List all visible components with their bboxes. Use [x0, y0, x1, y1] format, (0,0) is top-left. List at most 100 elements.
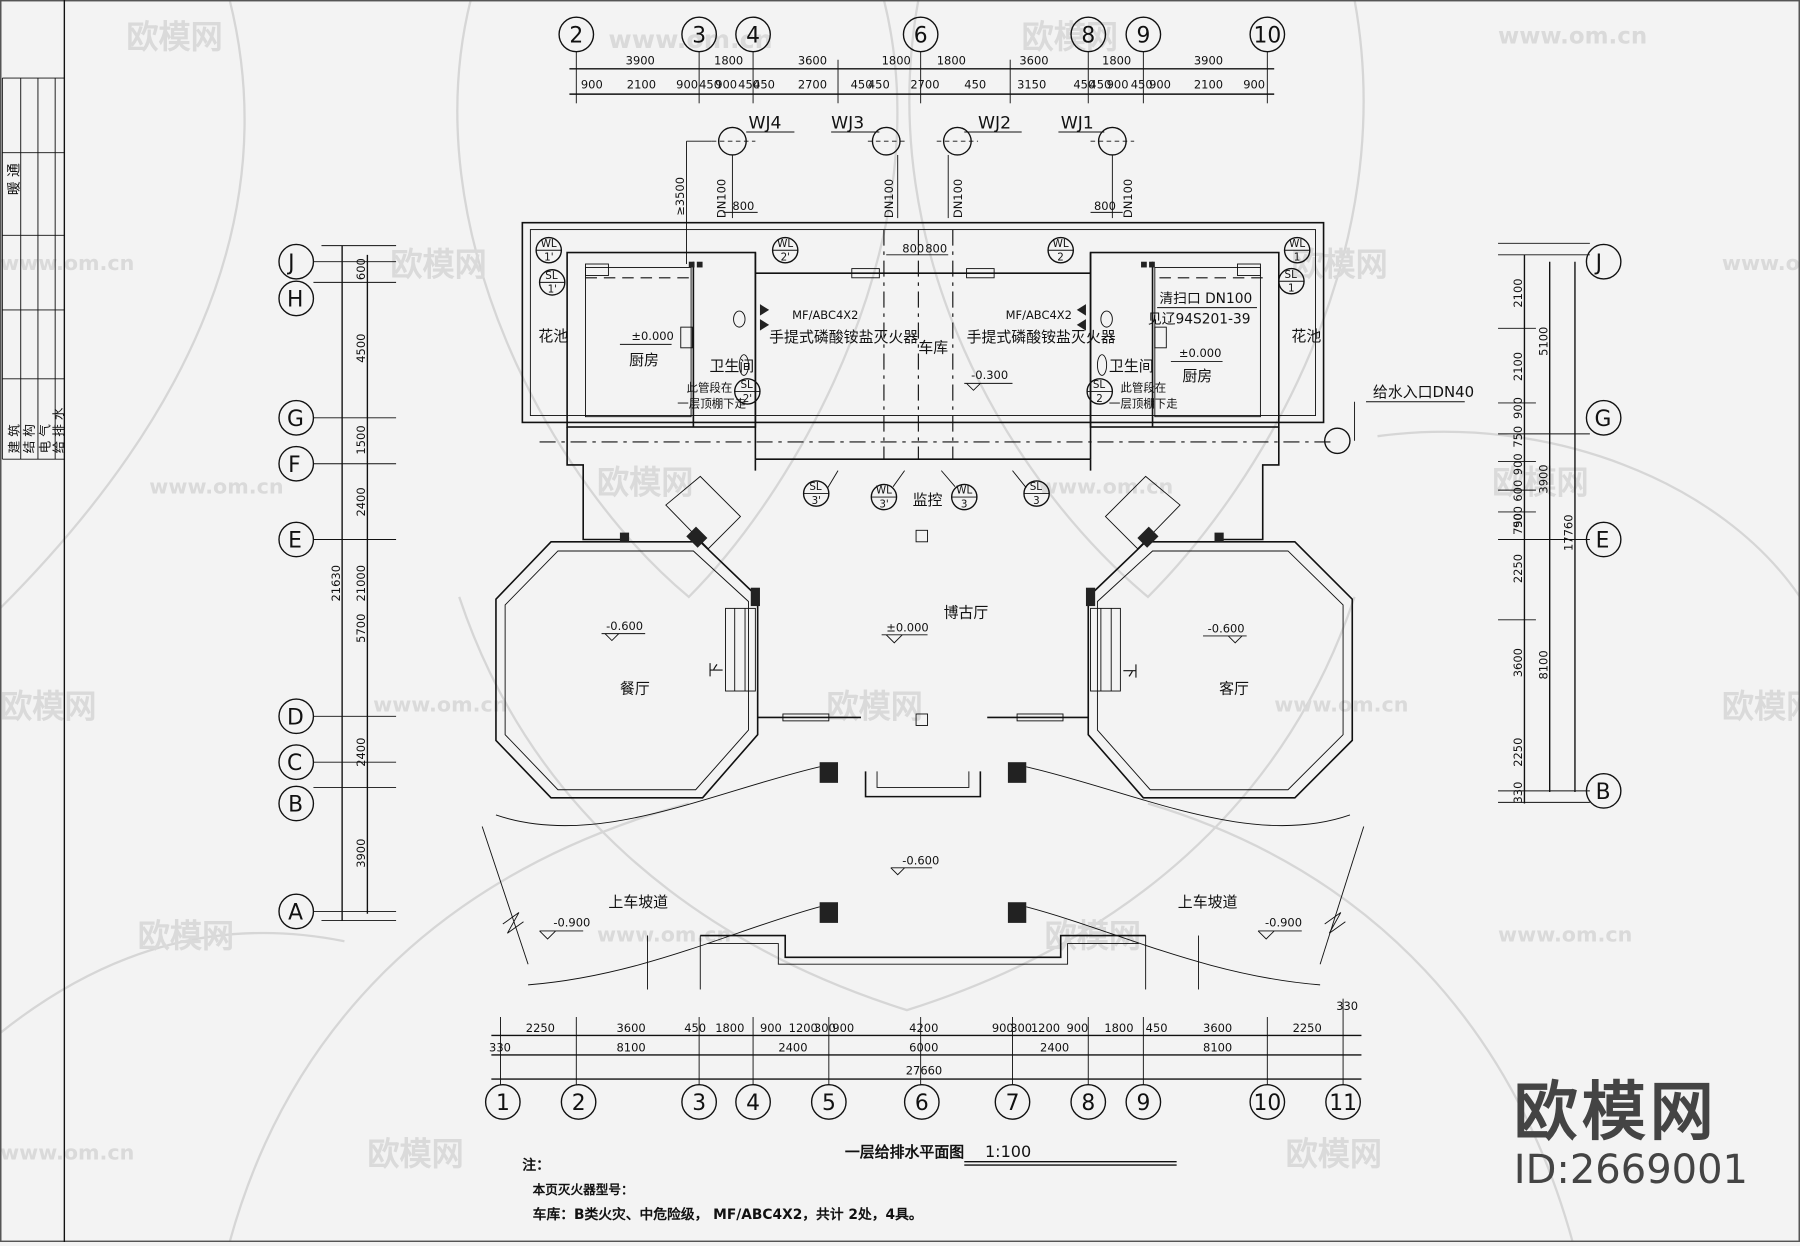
- svg-text:MF/ABC4X2: MF/ABC4X2: [792, 308, 858, 322]
- svg-text:-0.600: -0.600: [1208, 621, 1245, 635]
- svg-text:1200: 1200: [789, 1021, 818, 1035]
- svg-text:欧模网: 欧模网: [390, 245, 486, 283]
- bubble-sl1: SL1: [1278, 267, 1305, 295]
- svg-text:8100: 8100: [1203, 1040, 1232, 1054]
- svg-text:±0.000: ±0.000: [886, 620, 928, 634]
- upper-room-labels: 花池 花池 ±0.000 厨房 ±0.000 厨房 卫生间 卫生间 此管段在 一…: [538, 291, 1474, 455]
- svg-text:电 气: 电 气: [37, 424, 52, 454]
- svg-text:6000: 6000: [909, 1040, 938, 1054]
- svg-text:2400: 2400: [354, 487, 368, 516]
- svg-text:欧模网: 欧模网: [1492, 464, 1588, 502]
- svg-text:800: 800: [1094, 199, 1116, 213]
- svg-text:下: 下: [1121, 663, 1139, 678]
- svg-text:1200: 1200: [1031, 1021, 1060, 1035]
- svg-text:www.om.cn: www.om.cn: [0, 1140, 134, 1164]
- svg-text:WJ3: WJ3: [831, 114, 864, 134]
- svg-text:±0.000: ±0.000: [1179, 346, 1221, 360]
- svg-text:1800: 1800: [714, 53, 743, 67]
- svg-text:2700: 2700: [910, 77, 939, 91]
- bubble-wl1: WL1: [1283, 236, 1311, 264]
- svg-text:客厅: 客厅: [1219, 679, 1249, 697]
- svg-text:1: 1: [496, 1091, 510, 1116]
- bubble-sl2: SL 2: [1086, 378, 1114, 405]
- lower-room-labels: 监控 博古厅 ±0.000 餐厅 -0.600 客厅 -0.600 下 下 -0…: [539, 491, 1302, 940]
- svg-text:9: 9: [1136, 1091, 1150, 1116]
- svg-text:17760: 17760: [1562, 514, 1576, 550]
- inspection-wells: WJ4 DN100 WJ3 DN100 WJ2 DN100 WJ1 DN1: [673, 114, 1135, 265]
- svg-text:3: 3: [1033, 495, 1040, 507]
- svg-text:监控: 监控: [913, 491, 943, 509]
- svg-text:WJ1: WJ1: [1061, 114, 1094, 134]
- svg-text:3600: 3600: [616, 1021, 645, 1035]
- svg-text:花池: 花池: [1291, 327, 1321, 345]
- svg-text:WL: WL: [1289, 238, 1305, 250]
- svg-text:欧模网: 欧模网: [827, 687, 923, 725]
- svg-text:2100: 2100: [1511, 278, 1525, 307]
- svg-text:10: 10: [1254, 1091, 1282, 1116]
- svg-text:C: C: [287, 751, 302, 776]
- svg-text:900: 900: [1511, 506, 1525, 528]
- svg-text:WL: WL: [777, 238, 793, 250]
- svg-text:2: 2: [1096, 393, 1103, 405]
- svg-text:手提式磷酸铵盐灭火器: 手提式磷酸铵盐灭火器: [967, 328, 1116, 346]
- svg-text:MF/ABC4X2: MF/ABC4X2: [1006, 308, 1072, 322]
- svg-text:www.om.cn: www.om.cn: [1498, 24, 1647, 50]
- svg-text:DN100: DN100: [715, 179, 729, 218]
- svg-text:E: E: [288, 529, 302, 554]
- svg-text:-0.900: -0.900: [553, 915, 590, 929]
- svg-text:F: F: [288, 453, 301, 478]
- bubble-wl3: WL3: [950, 483, 978, 510]
- title-block-hvac: 暖 通: [6, 163, 22, 195]
- right-dimension-labels: 2100 2100 900 750 900 600 900 750 2250 3…: [1511, 278, 1576, 803]
- svg-text:WL: WL: [876, 485, 892, 497]
- svg-text:花池: 花池: [538, 327, 568, 345]
- svg-text:卫生间: 卫生间: [709, 357, 754, 375]
- svg-text:900: 900: [1066, 1021, 1088, 1035]
- svg-text:WJ4: WJ4: [748, 114, 781, 134]
- svg-text:2250: 2250: [526, 1021, 555, 1035]
- svg-text:WL: WL: [1053, 238, 1069, 250]
- svg-text:2250: 2250: [1511, 738, 1525, 767]
- stairs-right: [1090, 607, 1121, 692]
- svg-text:1': 1': [548, 284, 557, 296]
- bubble-wl1p: WL1': [535, 236, 563, 264]
- svg-text:E: E: [1596, 529, 1610, 554]
- svg-text:SL: SL: [1093, 379, 1106, 391]
- svg-text:上车坡道: 上车坡道: [1178, 893, 1238, 911]
- monitor-point: [915, 529, 929, 543]
- svg-text:3900: 3900: [1536, 464, 1550, 493]
- right-axis-bubbles: J G E B: [1585, 243, 1622, 809]
- svg-text:2: 2: [569, 23, 583, 48]
- well-wj3: WJ3 DN100: [831, 114, 907, 219]
- svg-text:4: 4: [746, 23, 760, 48]
- svg-text:上车坡道: 上车坡道: [608, 893, 668, 911]
- svg-text:G: G: [287, 407, 304, 432]
- svg-text:1:100: 1:100: [985, 1142, 1031, 1161]
- bottom-dimension-labels: 2250 3600 450 1800 900 1200 300 900 4200…: [489, 999, 1358, 1077]
- svg-text:2': 2': [743, 393, 752, 405]
- svg-text:1800: 1800: [882, 53, 911, 67]
- drawing-title: 一层给排水平面图 1:100: [845, 1142, 1177, 1166]
- svg-text:900: 900: [1149, 77, 1171, 91]
- svg-text:车库: 车库: [918, 338, 948, 356]
- svg-text:450: 450: [699, 77, 721, 91]
- svg-text:3900: 3900: [626, 53, 655, 67]
- svg-text:3: 3: [692, 1091, 706, 1116]
- svg-text:D: D: [287, 705, 304, 730]
- bubble-sl1p: SL1': [538, 269, 566, 296]
- svg-text:1800: 1800: [1102, 53, 1131, 67]
- svg-text:www.om.cn: www.om.cn: [1039, 475, 1173, 499]
- svg-text:750: 750: [1511, 426, 1525, 448]
- svg-text:2250: 2250: [1511, 554, 1525, 583]
- svg-text:卫生间: 卫生间: [1109, 357, 1154, 375]
- stairs-left: [725, 607, 756, 692]
- bubble-sl2p: SL2': [734, 378, 761, 405]
- svg-text:330: 330: [1336, 999, 1358, 1013]
- extinguisher-icon: [759, 304, 770, 331]
- svg-text:900: 900: [581, 77, 603, 91]
- watermark-brand: 欧模网 ID:2669001: [1514, 1078, 1748, 1192]
- bubble-sl3: SL3: [1023, 480, 1050, 507]
- extinguisher-icon: [1076, 304, 1086, 331]
- svg-text:2': 2': [781, 252, 790, 264]
